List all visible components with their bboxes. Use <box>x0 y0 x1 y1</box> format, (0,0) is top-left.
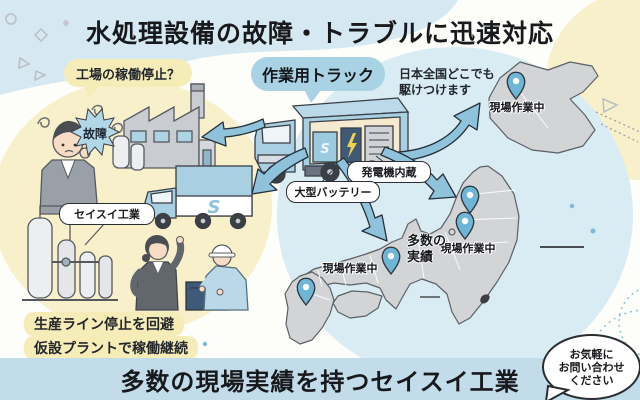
seisui-truck-illustration: S <box>143 165 253 230</box>
benefit-avoid-stoppage: 生産ライン停止を回避 <box>24 312 184 336</box>
factory-problem-bubble: 工場の稼働停止？ <box>64 59 192 87</box>
site-status-west: 現場作業中 <box>322 262 378 275</box>
arrow-to-seisui-truck <box>251 147 309 195</box>
nationwide-note: 日本全国どこでも 駆けつけます <box>399 66 495 98</box>
contact-bubble-tail <box>545 384 570 400</box>
engineer-woman-illustration <box>130 235 185 311</box>
work-truck-callout: 作業用トラック <box>251 57 385 91</box>
breakdown-label: 故障 <box>82 127 107 141</box>
worker-illustration <box>185 244 249 311</box>
bubble-tail <box>84 85 100 99</box>
arrow-to-hokkaido <box>397 102 481 162</box>
track-record-note: 多数の 実績 <box>407 234 446 266</box>
plant-equipment-illustration <box>22 205 118 301</box>
track-record-line2: 実績 <box>407 250 434 265</box>
generator-feature-pill: 発電機内蔵 <box>347 161 431 183</box>
arrow-to-factory <box>201 118 266 147</box>
factory-illustration <box>112 83 216 171</box>
equipment-logo: S <box>320 142 329 157</box>
callout-tail <box>304 89 322 103</box>
contact-line3: ください <box>569 373 614 387</box>
track-record-line1: 多数の <box>407 234 447 249</box>
map-shikoku <box>332 290 383 319</box>
benefit-temporary-plant: 仮設プラントで稼働継続 <box>24 336 198 360</box>
battery-feature-pill: 大型バッテリー <box>286 181 380 203</box>
site-status-hokkaido: 現場作業中 <box>489 101 545 114</box>
footer-band <box>0 358 640 400</box>
breakdown-starburst <box>69 107 121 157</box>
seisui-truck-logo: S <box>208 197 221 218</box>
page-title: 水処理設備の故障・トラブルに迅速対応 <box>85 19 554 48</box>
nationwide-line2: 駆けつけます <box>399 83 472 97</box>
contact-line1: お気軽に <box>569 347 614 361</box>
contact-line2: お問い合わせ <box>558 360 625 374</box>
footer-title: 多数の現場実績を持つセイスイ工業 <box>120 368 520 396</box>
nationwide-line1: 日本全国どこでも <box>399 67 495 81</box>
site-status-tohoku: 現場作業中 <box>440 242 496 255</box>
company-name-pill: セイスイ工業 <box>59 203 155 225</box>
